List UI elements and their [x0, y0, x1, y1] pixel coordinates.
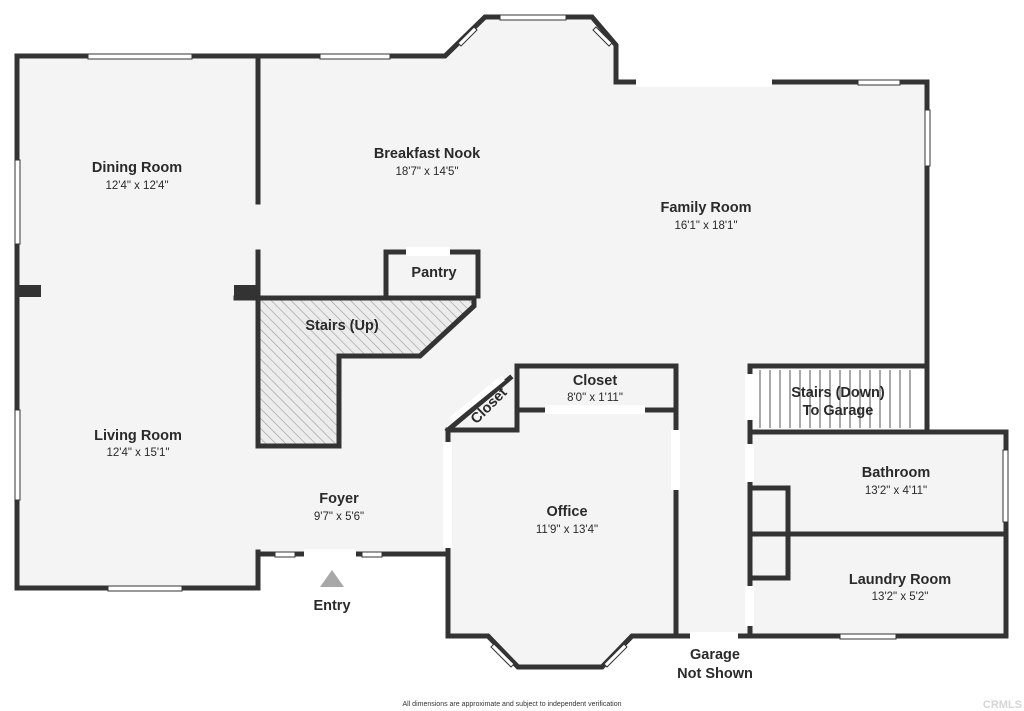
breakfast-nook-name: Breakfast Nook — [374, 146, 481, 162]
disclaimer-text: All dimensions are approximate and subje… — [402, 701, 621, 708]
office-dims: 11'9" x 13'4" — [536, 524, 598, 536]
entry-arrow-icon — [320, 570, 344, 587]
bathroom-dims: 13'2" x 4'11" — [865, 485, 927, 497]
laundry-room-name: Laundry Room — [849, 572, 951, 588]
foyer-dims: 9'7" x 5'6" — [314, 511, 364, 523]
room-labels: Dining Room 12'4" x 12'4" Breakfast Nook… — [92, 146, 951, 708]
closet-top-name: Closet — [573, 373, 617, 389]
bathroom-name: Bathroom — [862, 465, 930, 481]
family-room-name: Family Room — [660, 200, 751, 216]
dining-room-name: Dining Room — [92, 160, 182, 176]
pantry-name: Pantry — [411, 265, 456, 281]
stairs-up-hatch — [258, 298, 474, 446]
stairs-up-name: Stairs (Up) — [305, 318, 378, 334]
living-room-name: Living Room — [94, 428, 182, 444]
windows — [14, 14, 1009, 668]
breakfast-nook-dims: 18'7" x 14'5" — [395, 166, 458, 178]
family-room-dims: 16'1" x 18'1" — [674, 220, 737, 232]
entry-label: Entry — [313, 598, 350, 614]
closet-top-dims: 8'0" x 1'11" — [567, 392, 623, 404]
doorways — [304, 78, 772, 641]
garage-line1: Garage — [690, 647, 740, 663]
foyer-name: Foyer — [319, 491, 359, 507]
watermark-logo: CRMLS — [983, 699, 1022, 711]
stairs-down-treads — [759, 370, 911, 428]
living-room-dims: 12'4" x 15'1" — [106, 447, 169, 459]
laundry-room-dims: 13'2" x 5'2" — [872, 591, 929, 603]
garage-line2: Not Shown — [677, 666, 753, 682]
stairs-down-line1: Stairs (Down) — [791, 385, 885, 401]
stairs-down-line2: To Garage — [803, 403, 874, 419]
dining-room-dims: 12'4" x 12'4" — [105, 180, 168, 192]
office-name: Office — [546, 504, 587, 520]
floor-fill — [17, 17, 1006, 667]
